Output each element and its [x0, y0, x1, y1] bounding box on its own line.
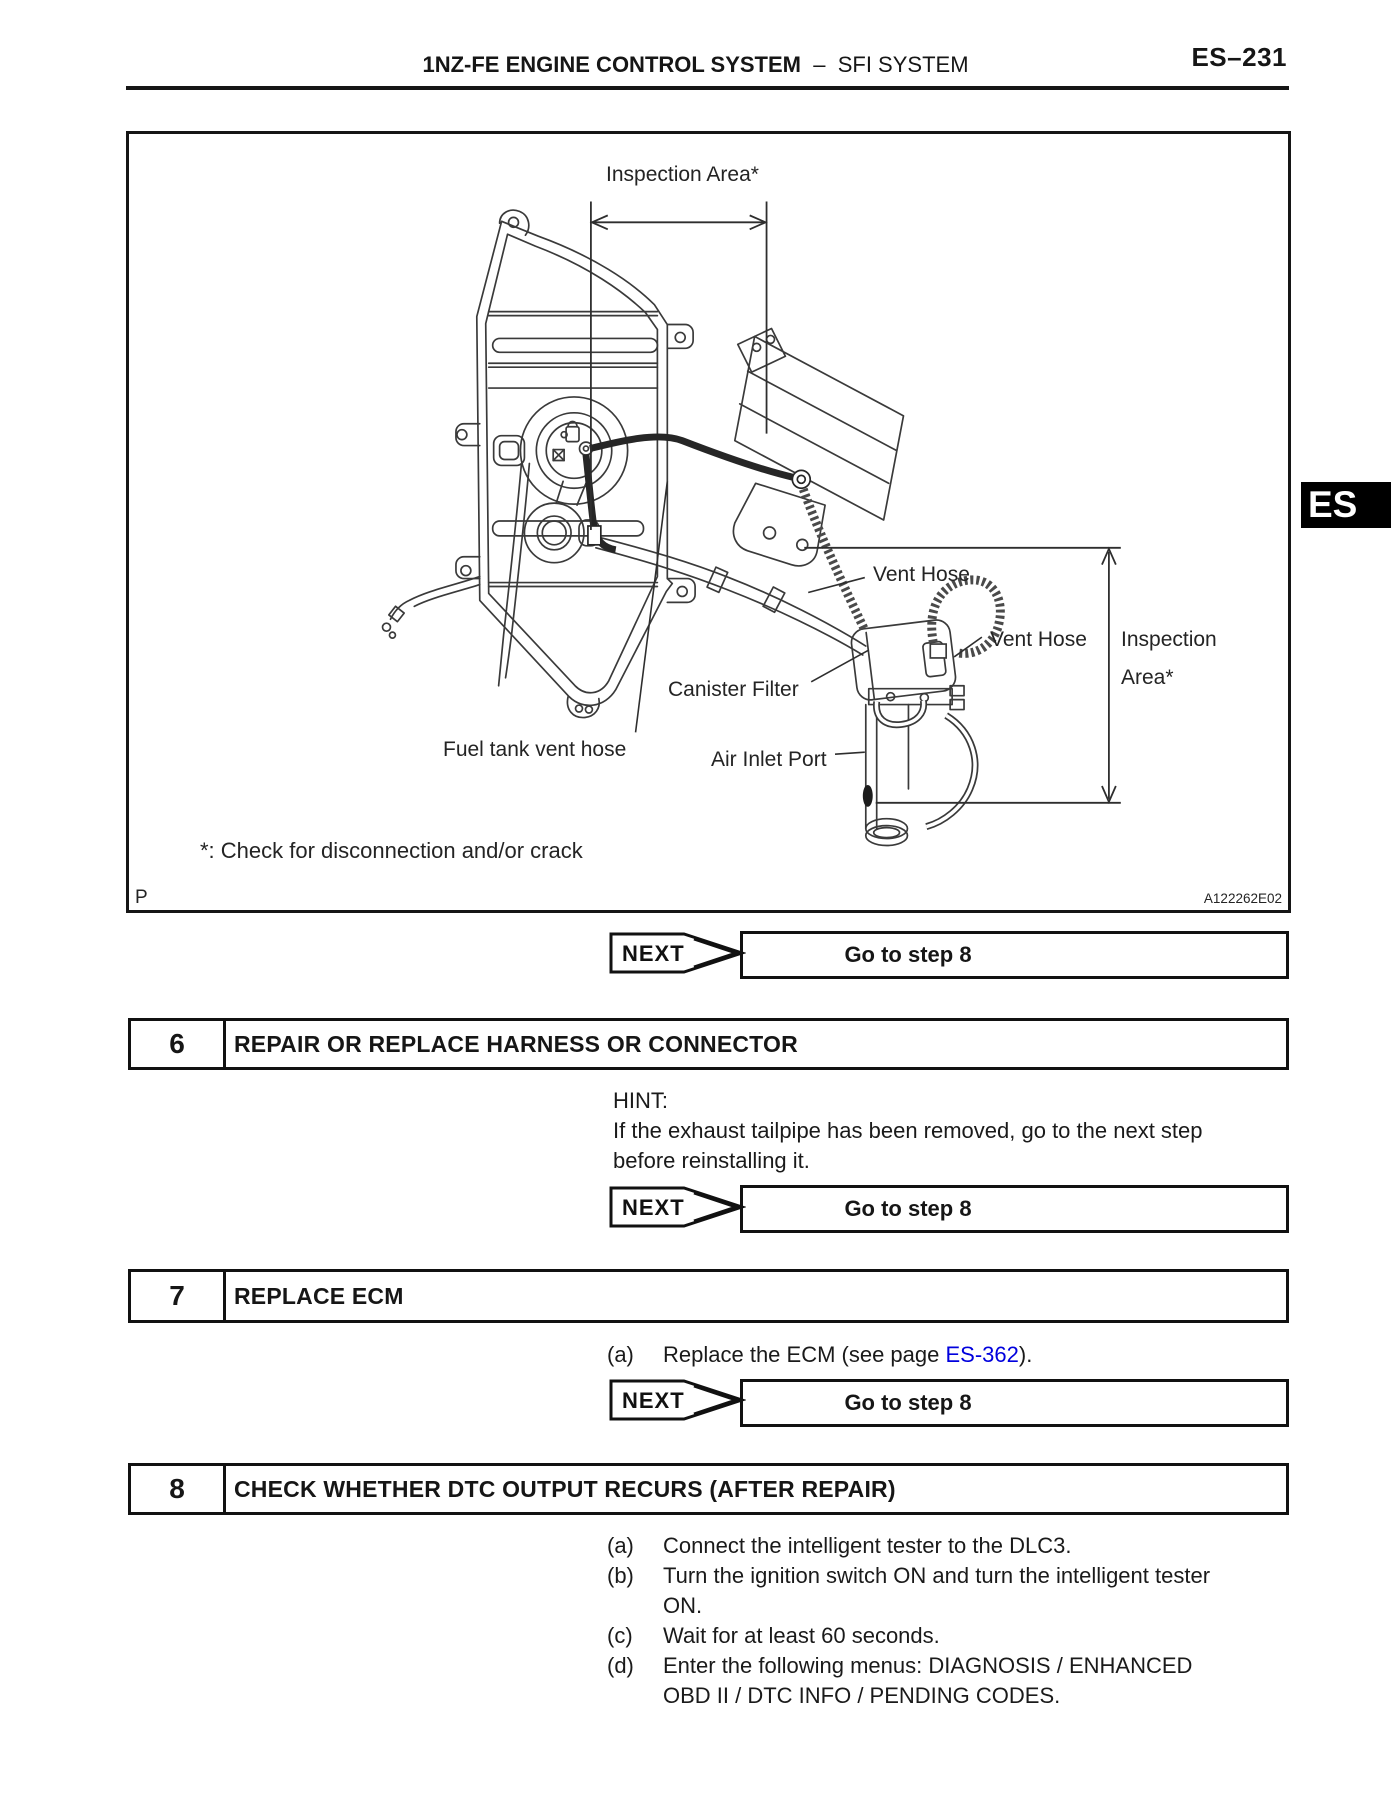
- step-8-header: 8 CHECK WHETHER DTC OUTPUT RECURS (AFTER…: [128, 1463, 1289, 1515]
- item-line: Turn the ignition switch ON and turn the…: [663, 1563, 1211, 1588]
- figure-footnote: *: Check for disconnection and/or crack: [200, 838, 583, 863]
- item-line: Enter the following menus: DIAGNOSIS / E…: [663, 1653, 1193, 1678]
- item-prefix: (b): [607, 1563, 634, 1588]
- result-box-3: Go to step 8: [740, 1379, 1289, 1427]
- item-line: Connect the intelligent tester to the DL…: [663, 1533, 1072, 1558]
- list-item-a: (a) Connect the intelligent tester to th…: [607, 1531, 1210, 1561]
- result-box-1: Go to step 8: [740, 931, 1289, 979]
- figure-code: A122262E02: [1203, 891, 1282, 906]
- label-inspection-line2: Area*: [1121, 666, 1174, 689]
- next-banner-3: NEXT: [609, 1379, 746, 1421]
- section-tab: ES: [1301, 482, 1391, 528]
- list-item-c: (c) Wait for at least 60 seconds.: [607, 1621, 1210, 1651]
- step-7-item-a: (a) Replace the ECM (see page ES-362).: [607, 1340, 1032, 1370]
- label-air-inlet-port: Air Inlet Port: [711, 748, 827, 771]
- page-title-subsystem: SFI SYSTEM: [837, 52, 969, 77]
- step-7-number: 7: [131, 1272, 226, 1320]
- label-canister-filter: Canister Filter: [668, 678, 799, 701]
- item-line: ON.: [663, 1593, 703, 1618]
- hint-line-1: If the exhaust tailpipe has been removed…: [613, 1118, 1203, 1143]
- next-label: NEXT: [622, 941, 685, 966]
- item-text: Replace the ECM (see page ES-362).: [663, 1340, 1032, 1370]
- page-title: 1NZ-FE ENGINE CONTROL SYSTEM – SFI SYSTE…: [0, 52, 1391, 78]
- result-text: Go to step 8: [844, 942, 972, 967]
- result-text: Go to step 8: [844, 1390, 972, 1415]
- header-rule: [126, 86, 1289, 90]
- next-chevron-icon: [693, 937, 741, 969]
- step-8-items: (a) Connect the intelligent tester to th…: [607, 1531, 1210, 1711]
- item-prefix: (c): [607, 1623, 633, 1648]
- step-6-hint: HINT: If the exhaust tailpipe has been r…: [613, 1086, 1203, 1176]
- item-line: OBD II / DTC INFO / PENDING CODES.: [663, 1683, 1061, 1708]
- next-banner-2: NEXT: [609, 1186, 746, 1228]
- item-text-before-link: Replace the ECM (see page: [663, 1342, 946, 1367]
- step-6-number: 6: [131, 1021, 226, 1067]
- page-number: ES–231: [1191, 42, 1287, 72]
- item-prefix: (d): [607, 1653, 634, 1678]
- step-8-number: 8: [131, 1466, 226, 1512]
- hint-line-2: before reinstalling it.: [613, 1148, 810, 1173]
- page-title-separator: –: [813, 52, 826, 77]
- label-fuel-tank-vent-hose: Fuel tank vent hose: [443, 738, 627, 761]
- hint-label: HINT:: [613, 1088, 668, 1113]
- item-prefix: (a): [607, 1533, 634, 1558]
- result-box-2: Go to step 8: [740, 1185, 1289, 1233]
- figure-corner-marker: P: [135, 887, 148, 908]
- next-label: NEXT: [622, 1388, 685, 1413]
- label-vent-hose-upper: Vent Hose: [873, 563, 970, 586]
- list-item-b: (b) Turn the ignition switch ON and turn…: [607, 1561, 1210, 1621]
- label-inspection-area-top: Inspection Area*: [606, 163, 759, 186]
- list-item-d: (d) Enter the following menus: DIAGNOSIS…: [607, 1651, 1210, 1711]
- step-7-header: 7 REPLACE ECM: [128, 1269, 1289, 1323]
- next-banner-1: NEXT: [609, 932, 746, 974]
- page-link-es-362[interactable]: ES-362: [945, 1342, 1019, 1367]
- next-label: NEXT: [622, 1195, 685, 1220]
- label-inspection-line1: Inspection: [1121, 628, 1217, 651]
- step-7-title: REPLACE ECM: [234, 1282, 404, 1309]
- item-text-after-link: ).: [1018, 1342, 1033, 1367]
- item-line: Wait for at least 60 seconds.: [663, 1623, 940, 1648]
- item-prefix: (a): [607, 1342, 634, 1367]
- next-chevron-icon: [693, 1384, 741, 1416]
- step-8-title: CHECK WHETHER DTC OUTPUT RECURS (AFTER R…: [234, 1475, 896, 1502]
- next-arrow-shape: [609, 1379, 746, 1421]
- step-6-title: REPAIR OR REPLACE HARNESS OR CONNECTOR: [234, 1030, 798, 1057]
- page-title-system: 1NZ-FE ENGINE CONTROL SYSTEM: [422, 52, 801, 77]
- next-chevron-icon: [693, 1191, 741, 1223]
- next-arrow-shape: [609, 1186, 746, 1228]
- next-arrow-shape: [609, 932, 746, 974]
- result-text: Go to step 8: [844, 1196, 972, 1221]
- step-6-header: 6 REPAIR OR REPLACE HARNESS OR CONNECTOR: [128, 1018, 1289, 1070]
- fuel-tank-line-art: [381, 201, 1121, 847]
- label-vent-hose-lower: Vent Hose: [990, 628, 1087, 651]
- figure-fuel-tank-diagram: Inspection Area* Vent Hose Vent Hose Ins…: [126, 131, 1291, 913]
